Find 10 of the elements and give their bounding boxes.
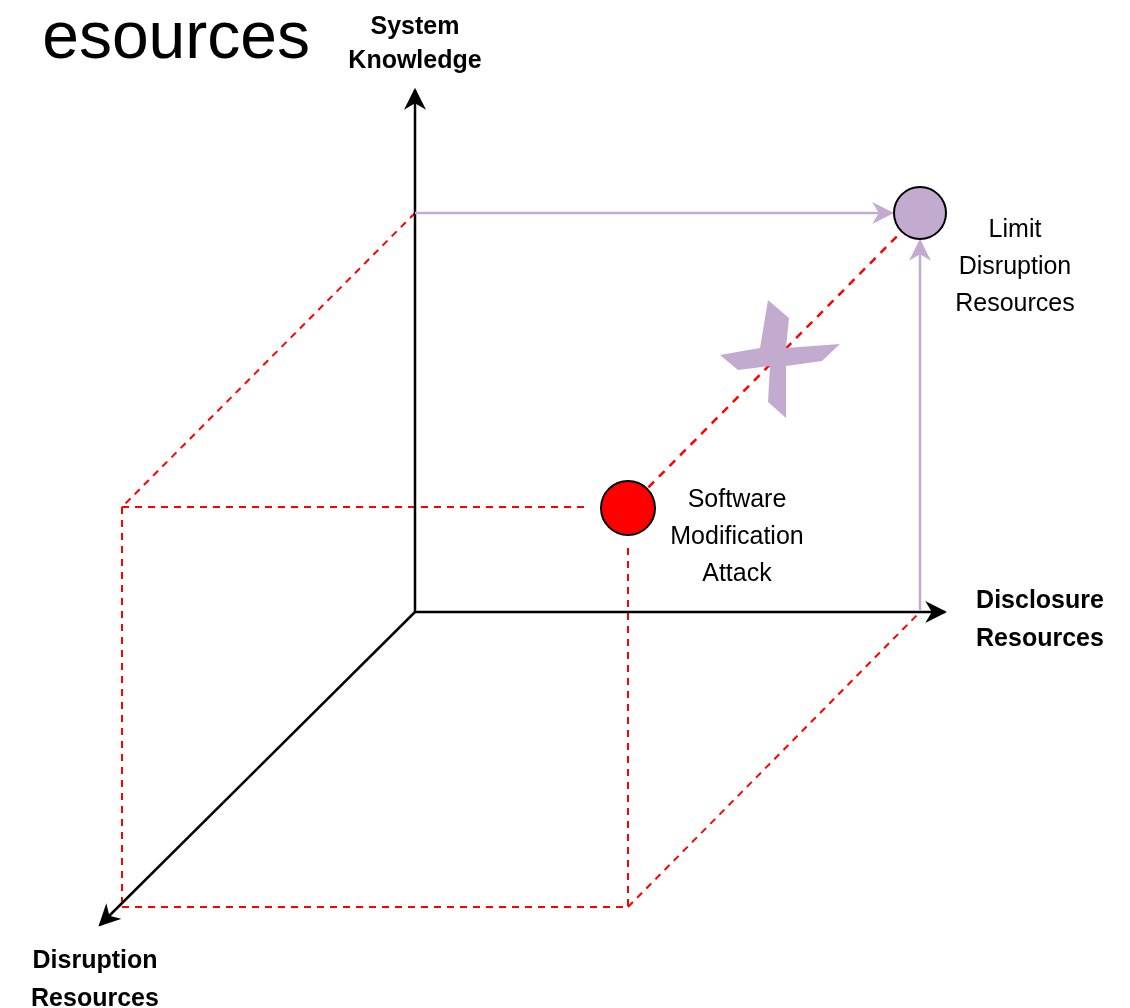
axis-label: Disruption Resources [30,944,160,1008]
node-caption: Software Modification Attack [669,483,805,588]
axis-label: Disclosure Resources [975,584,1105,653]
node-caption: Limit Disruption Resources [954,213,1076,318]
circle-node [600,480,656,536]
heading-text: esources [41,0,310,70]
axis-label: System Knowledge [347,10,483,75]
arrow [415,202,895,224]
circle-node [893,186,947,240]
arrow [909,238,931,610]
